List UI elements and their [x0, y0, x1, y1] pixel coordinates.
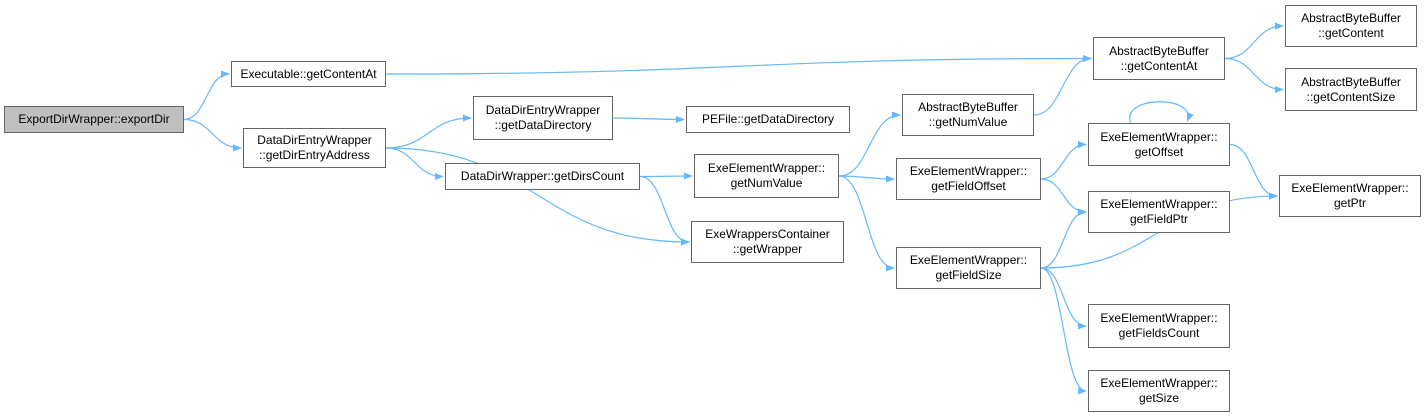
node-datadirentrywrapper-getdirentryaddress[interactable]: DataDirEntryWrapper::getDirEntryAddress: [243, 128, 386, 168]
edge-fieldoffset-to-fieldptr: [1040, 178, 1087, 216]
node-exeelementwrapper-getoffset[interactable]: ExeElementWrapper::getOffset: [1088, 123, 1230, 166]
edge-dirscount-to-getwrapper: [639, 175, 690, 246]
edge-getdirentry-to-getwrapper: [385, 147, 690, 246]
node-label-line: ::getContent: [1318, 26, 1384, 40]
node-label-line: ::getNumValue: [928, 115, 1008, 129]
node-label-line: PEFile::getDataDirectory: [701, 112, 835, 126]
node-abstractbytebuffer-getcontentat[interactable]: AbstractByteBuffer::getContentAt: [1093, 37, 1225, 80]
node-label-line: ExeElementWrapper::: [909, 253, 1028, 267]
edge-numvalue-to-abb_numvalue: [838, 111, 901, 177]
node-exportdirwrapper-exportdir: ExportDirWrapper::exportDir: [4, 106, 184, 133]
node-exeelementwrapper-getfieldptr[interactable]: ExeElementWrapper::getFieldPtr: [1088, 191, 1230, 233]
node-label-line: getFieldsCount: [1118, 326, 1200, 340]
node-label-line: ExeWrappersContainer: [705, 227, 830, 241]
edge-root-to-getcontentat: [183, 70, 230, 121]
edge-numvalue-to-fieldsize: [838, 175, 895, 272]
node-exeelementwrapper-getfieldsize[interactable]: ExeElementWrapper::getFieldSize: [896, 247, 1041, 289]
node-label-line: getFieldOffset: [931, 179, 1006, 193]
edge-fieldsize-to-getsize: [1040, 267, 1087, 395]
node-label-line: DataDirEntryWrapper: [257, 133, 372, 147]
node-abstractbytebuffer-getnumvalue[interactable]: AbstractByteBuffer::getNumValue: [902, 94, 1034, 136]
node-label-line: ExeElementWrapper::: [1100, 376, 1218, 390]
node-label-line: ExeElementWrapper::: [1100, 197, 1218, 211]
edge-getdatadir-to-pefile: [612, 115, 685, 124]
node-executable-getcontentat[interactable]: Executable::getContentAt: [231, 61, 386, 87]
node-label-line: ::getContentSize: [1306, 89, 1396, 104]
node-abstractbytebuffer-getcontentsize[interactable]: AbstractByteBuffer::getContentSize: [1285, 68, 1417, 111]
node-label-line: AbstractByteBuffer: [1301, 11, 1401, 25]
edge-dirscount-to-numvalue: [639, 172, 693, 180]
node-label-line: Executable::getContentAt: [240, 66, 377, 81]
node-label-line: AbstractByteBuffer: [1109, 43, 1209, 58]
node-abstractbytebuffer-getcontent[interactable]: AbstractByteBuffer::getContent: [1285, 5, 1417, 47]
node-label-line: DataDirWrapper::getDirsCount: [460, 169, 625, 183]
node-datadirentrywrapper-getdatadirectory[interactable]: DataDirEntryWrapper::getDataDirectory: [473, 96, 613, 140]
node-label-line: getPtr: [1333, 196, 1366, 210]
edge-fieldsize-to-fieldscount: [1040, 267, 1087, 330]
node-label-line: ExeElementWrapper::: [1100, 311, 1218, 325]
node-label-line: ::getDataDirectory: [494, 118, 592, 132]
edge-abb_numvalue-to-abb_contentat: [1033, 54, 1092, 116]
node-label-line: ::getWrapper: [732, 242, 803, 256]
node-datadirwrapper-getdirscount[interactable]: DataDirWrapper::getDirsCount: [445, 163, 640, 190]
edge-root-to-getdirentry: [183, 118, 242, 152]
edge-getdirentry-to-getdatadir: [385, 114, 472, 149]
edge-fieldoffset-to-getoffset: [1040, 140, 1087, 180]
node-label-line: ::getDirEntryAddress: [259, 148, 370, 162]
edge-getoffset-to-getptr: [1229, 143, 1278, 200]
node-exeelementwrapper-getfieldscount[interactable]: ExeElementWrapper::getFieldsCount: [1088, 304, 1230, 348]
node-label-line: ExeElementWrapper::: [707, 161, 826, 175]
node-label-line: ::getContentAt: [1120, 58, 1198, 73]
node-label-line: ExeElementWrapper::: [1291, 181, 1409, 195]
edge-getdirentry-to-dirscount: [385, 147, 444, 181]
node-exeelementwrapper-getptr[interactable]: ExeElementWrapper::getPtr: [1279, 175, 1421, 217]
node-label-line: ExeElementWrapper::: [1100, 129, 1218, 144]
edge-abb_contentat-to-abb_contentsize: [1224, 57, 1284, 94]
edge-fieldsize-to-fieldptr: [1040, 208, 1087, 269]
node-pefile-getdatadirectory[interactable]: PEFile::getDataDirectory: [686, 106, 850, 133]
node-exeelementwrapper-getfieldoffset[interactable]: ExeElementWrapper::getFieldOffset: [896, 158, 1041, 200]
edge-abb_contentat-to-abb_content: [1224, 22, 1284, 60]
edge-numvalue-to-fieldoffset: [838, 175, 895, 183]
node-label-line: ExportDirWrapper::exportDir: [18, 112, 170, 126]
edge-getoffset-to-getoffset: [1129, 101, 1194, 124]
node-exewrapperscontainer-getwrapper[interactable]: ExeWrappersContainer::getWrapper: [691, 221, 844, 263]
node-exeelementwrapper-getsize[interactable]: ExeElementWrapper::getSize: [1088, 370, 1230, 412]
node-label-line: AbstractByteBuffer: [1301, 74, 1401, 89]
node-label-line: getNumValue: [730, 176, 803, 190]
node-label-line: DataDirEntryWrapper: [485, 103, 601, 117]
node-label-line: getSize: [1138, 391, 1180, 405]
edge-getcontentat-to-abb_contentat: [385, 54, 1092, 75]
node-label-line: getOffset: [1134, 144, 1184, 159]
node-label-line: AbstractByteBuffer: [918, 100, 1018, 114]
node-label-line: getFieldSize: [935, 268, 1002, 282]
node-label-line: getFieldPtr: [1129, 212, 1189, 226]
node-exeelementwrapper-getnumvalue[interactable]: ExeElementWrapper::getNumValue: [694, 154, 839, 198]
node-label-line: ExeElementWrapper::: [909, 164, 1028, 178]
